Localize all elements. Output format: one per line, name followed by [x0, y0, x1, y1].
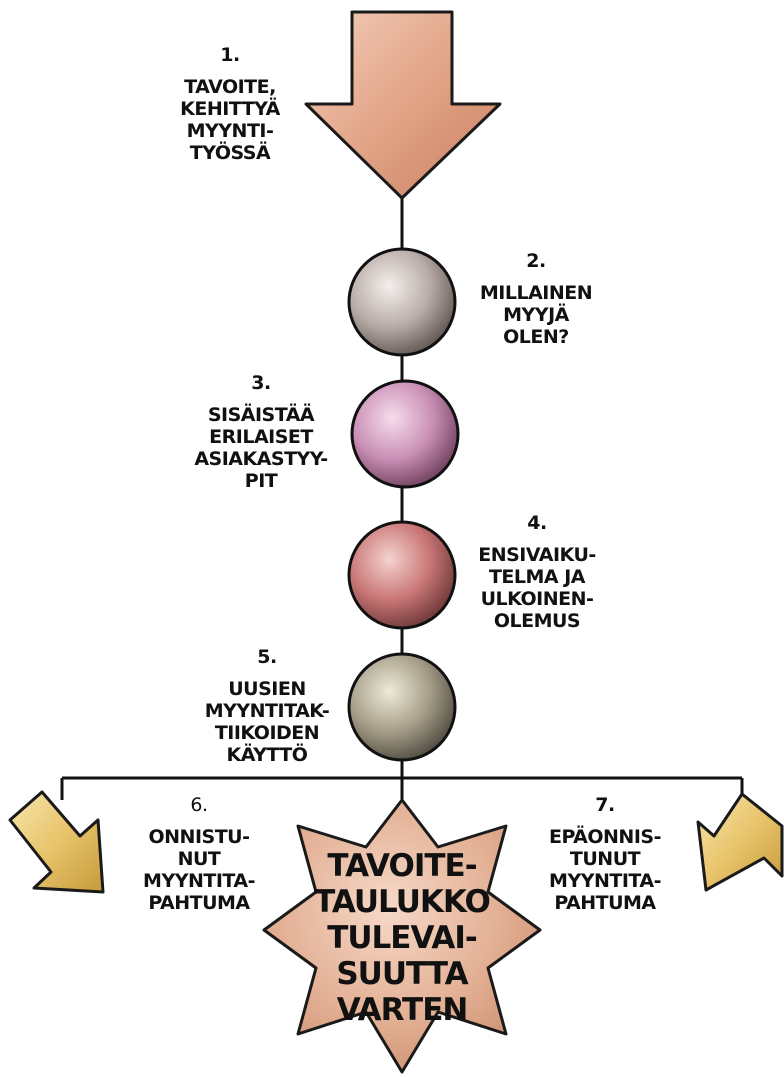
step-2-text-line: OLEN? — [466, 326, 606, 348]
step-4-text-line: OLEMUS — [452, 610, 622, 632]
step-7-label: 7. EPÄONNIS- TUNUT MYYNTITA- PAHTUMA — [530, 794, 680, 914]
step-2-text-line: MILLAINEN — [466, 282, 606, 304]
step-6-text-line: ONNISTU- — [124, 826, 274, 848]
step-3-text-line: ASIAKASTYY- — [176, 448, 346, 470]
step-6-number: 6. — [124, 794, 274, 816]
step-5-text-line: TIIKOIDEN — [182, 722, 352, 744]
center-text-line: VARTEN — [312, 992, 492, 1028]
step-1-text-line: KEHITTYÄ — [160, 98, 300, 120]
center-text-line: SUUTTA — [312, 956, 492, 992]
sphere-step-2 — [349, 249, 455, 355]
step-4-number: 4. — [452, 512, 622, 534]
step-1-number: 1. — [160, 44, 300, 66]
step-1-text-line: MYYNTI- — [160, 120, 300, 142]
step-5-label: 5. UUSIEN MYYNTITAK- TIIKOIDEN KÄYTTÖ — [182, 646, 352, 766]
step-7-number: 7. — [530, 794, 680, 816]
sphere-step-3 — [352, 381, 458, 487]
center-text-line: TAVOITE- — [312, 848, 492, 884]
step-7-text-line: MYYNTITA- — [530, 870, 680, 892]
step-1-text-line: TYÖSSÄ — [160, 142, 300, 164]
center-text-line: TULEVAI- — [312, 920, 492, 956]
step-5-text-line: UUSIEN — [182, 678, 352, 700]
step-6-label: 6. ONNISTU- NUT MYYNTITA- PAHTUMA — [124, 794, 274, 914]
step-3-text-line: PIT — [176, 470, 346, 492]
step-4-text-line: TELMA JA — [452, 566, 622, 588]
step-5-text-line: KÄYTTÖ — [182, 744, 352, 766]
step-1-label: 1. TAVOITE, KEHITTYÄ MYYNTI- TYÖSSÄ — [160, 44, 300, 164]
step-5-text-line: MYYNTITAK- — [182, 700, 352, 722]
step-4-text-line: ULKOINEN- — [452, 588, 622, 610]
step-2-number: 2. — [466, 250, 606, 272]
right-side-arrow-step-7 — [698, 794, 782, 890]
left-side-arrow-step-6 — [10, 792, 103, 892]
step-6-text-line: PAHTUMA — [124, 892, 274, 914]
step-6-text-line: NUT — [124, 848, 274, 870]
step-1-text-line: TAVOITE, — [160, 76, 300, 98]
step-4-text-line: ENSIVAIKU- — [452, 544, 622, 566]
step-7-text-line: PAHTUMA — [530, 892, 680, 914]
step-7-text-line: EPÄONNIS- — [530, 826, 680, 848]
step-3-label: 3. SISÄISTÄÄ ERILAISET ASIAKASTYY- PIT — [176, 372, 346, 492]
step-5-number: 5. — [182, 646, 352, 668]
step-3-number: 3. — [176, 372, 346, 394]
center-text-line: TAULUKKO — [312, 884, 492, 920]
sphere-step-5 — [349, 654, 455, 760]
step-6-text-line: MYYNTITA- — [124, 870, 274, 892]
step-2-label: 2. MILLAINEN MYYJÄ OLEN? — [466, 250, 606, 348]
step-3-text-line: SISÄISTÄÄ — [176, 404, 346, 426]
step-4-label: 4. ENSIVAIKU- TELMA JA ULKOINEN- OLEMUS — [452, 512, 622, 632]
step-7-text-line: TUNUT — [530, 848, 680, 870]
sphere-step-4 — [349, 522, 455, 628]
down-arrow-step-1 — [306, 12, 500, 198]
center-star-label: TAVOITE- TAULUKKO TULEVAI- SUUTTA VARTEN — [312, 848, 492, 1028]
step-3-text-line: ERILAISET — [176, 426, 346, 448]
step-2-text-line: MYYJÄ — [466, 304, 606, 326]
